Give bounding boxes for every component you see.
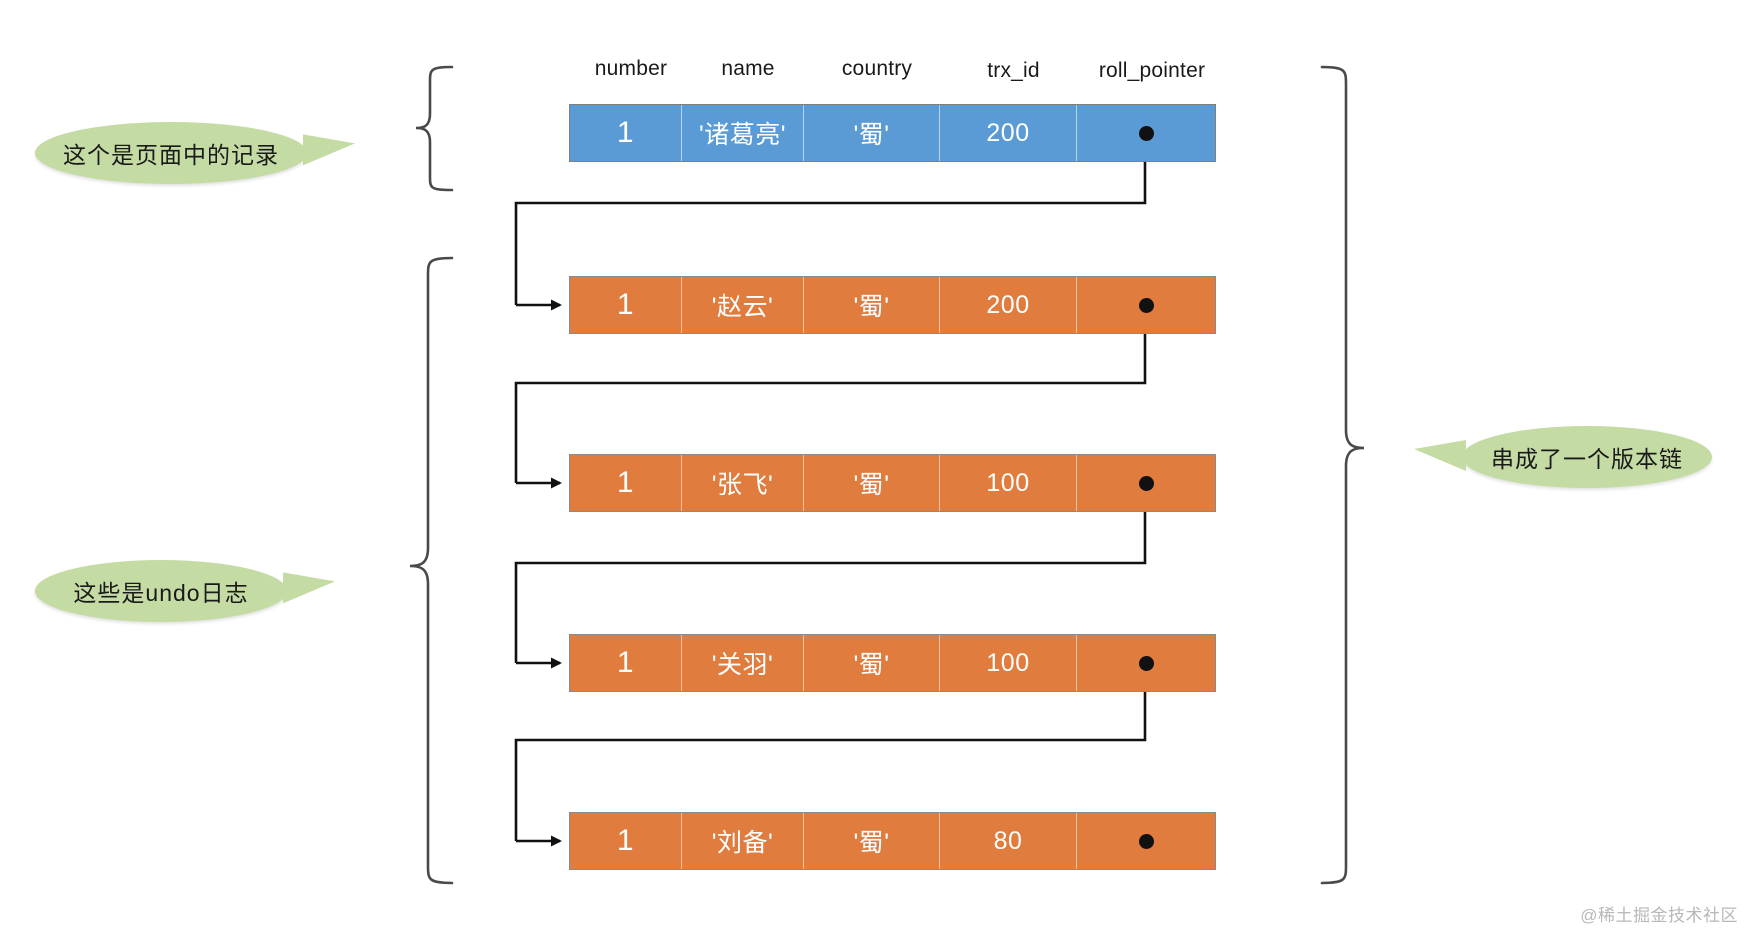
cell-name: '关羽' [682, 635, 804, 691]
cell-number: 1 [570, 105, 682, 161]
brace-page-record [415, 65, 454, 192]
column-header-name: name [721, 57, 775, 80]
roll-pointer-dot-icon [1138, 125, 1154, 141]
cell-country: '蜀' [804, 455, 940, 511]
cell-number: 1 [570, 277, 682, 333]
column-header-country: country [841, 57, 913, 80]
cell-country: '蜀' [804, 635, 940, 691]
column-header-roll-pointer: roll_pointer [1098, 59, 1206, 82]
annotation-version-chain: 串成了一个版本链 [1414, 426, 1712, 488]
brace-version-chain [1320, 65, 1365, 885]
cell-roll-pointer [1077, 277, 1215, 333]
cell-trx-id: 100 [940, 455, 1077, 511]
cell-roll-pointer [1077, 105, 1215, 161]
roll-pointer-dot-icon [1138, 655, 1154, 671]
bubble-tail [283, 572, 335, 604]
cell-number: 1 [570, 455, 682, 511]
roll-pointer-dot-icon [1138, 475, 1154, 491]
cell-roll-pointer [1077, 635, 1215, 691]
annotation-page-record-label: 这个是页面中的记录 [63, 142, 279, 168]
undo-log-row[interactable]: 1 '刘备' '蜀' 80 [569, 812, 1216, 870]
cell-roll-pointer [1077, 455, 1215, 511]
cell-name: '刘备' [682, 813, 804, 869]
cell-number: 1 [570, 813, 682, 869]
annotation-page-record: 这个是页面中的记录 [35, 122, 355, 184]
cell-name: '张飞' [682, 455, 804, 511]
annotation-undo-logs: 这些是undo日志 [35, 560, 335, 622]
cell-trx-id: 100 [940, 635, 1077, 691]
annotation-version-chain-label: 串成了一个版本链 [1491, 446, 1683, 472]
annotation-undo-logs-label: 这些是undo日志 [73, 580, 249, 606]
cell-roll-pointer [1077, 813, 1215, 869]
bubble-tail [303, 134, 355, 166]
undo-log-row[interactable]: 1 '关羽' '蜀' 100 [569, 634, 1216, 692]
undo-log-row[interactable]: 1 '张飞' '蜀' 100 [569, 454, 1216, 512]
bubble-tail [1414, 439, 1466, 471]
roll-pointer-dot-icon [1138, 297, 1154, 313]
undo-log-row[interactable]: 1 '赵云' '蜀' 200 [569, 276, 1216, 334]
cell-trx-id: 80 [940, 813, 1077, 869]
cell-name: '赵云' [682, 277, 804, 333]
watermark: @稀土掘金技术社区 [1580, 906, 1738, 925]
cell-number: 1 [570, 635, 682, 691]
column-header-row: number name country trx_id roll_pointer [575, 57, 1225, 89]
cell-trx-id: 200 [940, 277, 1077, 333]
cell-name: '诸葛亮' [682, 105, 804, 161]
cell-country: '蜀' [804, 813, 940, 869]
roll-pointer-dot-icon [1138, 833, 1154, 849]
page-record-row[interactable]: 1 '诸葛亮' '蜀' 200 [569, 104, 1216, 162]
column-header-number: number [594, 57, 668, 80]
cell-country: '蜀' [804, 277, 940, 333]
brace-undo-logs [409, 256, 454, 885]
cell-country: '蜀' [804, 105, 940, 161]
cell-trx-id: 200 [940, 105, 1077, 161]
column-header-trx-id: trx_id [987, 59, 1040, 82]
